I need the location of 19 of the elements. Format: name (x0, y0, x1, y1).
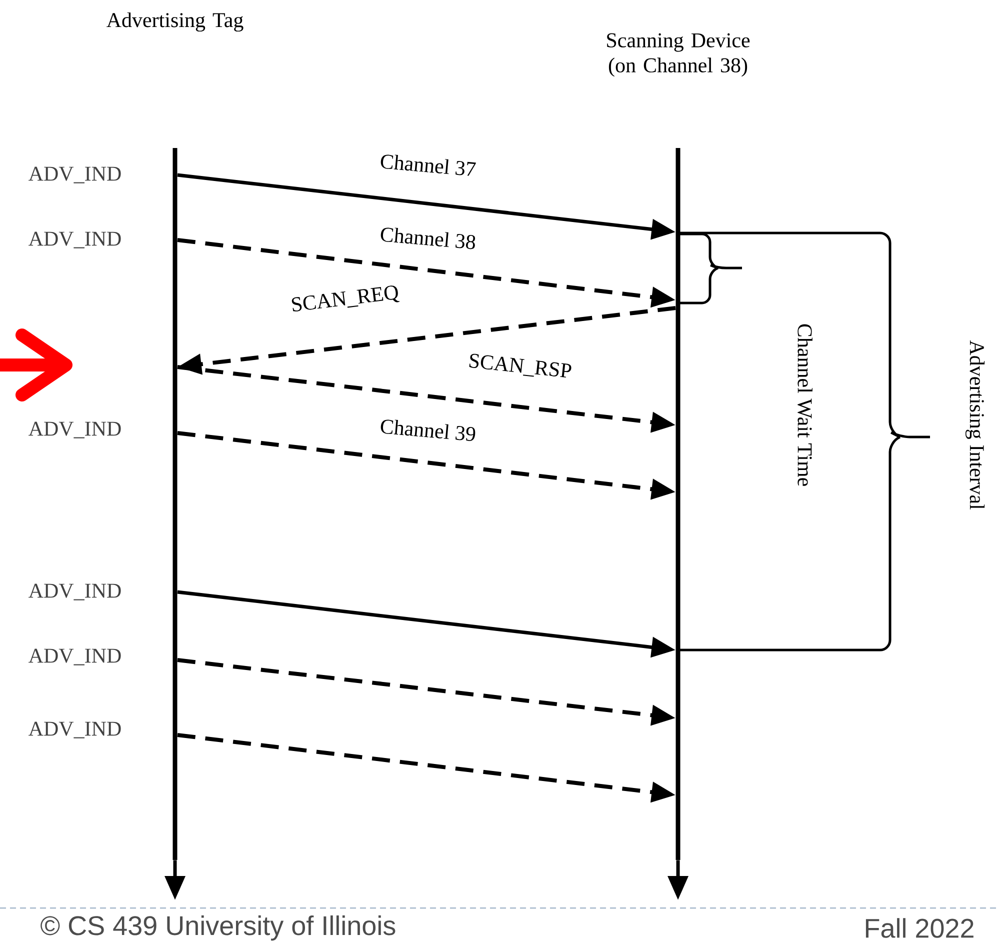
message-label: ADV_IND (28, 232, 121, 248)
message-label: ADV_IND (28, 584, 121, 600)
interval-label: Channel Wait Time (798, 324, 812, 486)
participant-label: Scanning Device (on Channel 38) (607, 33, 750, 77)
edge-label: SCAN_RSP (466, 352, 574, 382)
message-label: ADV_IND (28, 166, 121, 184)
lifeline (172, 148, 178, 860)
edge-label: Channel 37 (378, 152, 478, 178)
participant-label: Advertising Tag (106, 12, 244, 32)
message-label: ADV_IND (28, 422, 121, 438)
message-label: ADV_IND (28, 648, 121, 666)
message-label: ADV_IND (28, 722, 121, 738)
footer-text: © CS 439 University of Illinois (40, 915, 396, 941)
edge-label: Channel 38 (378, 225, 478, 251)
edge-label: Channel 39 (378, 417, 478, 443)
lifeline (676, 148, 680, 860)
interval-label: Advertising Interval (965, 340, 985, 510)
footer-text: Fall 2022 (866, 918, 974, 938)
edge-label: SCAN_REQ (288, 284, 402, 316)
